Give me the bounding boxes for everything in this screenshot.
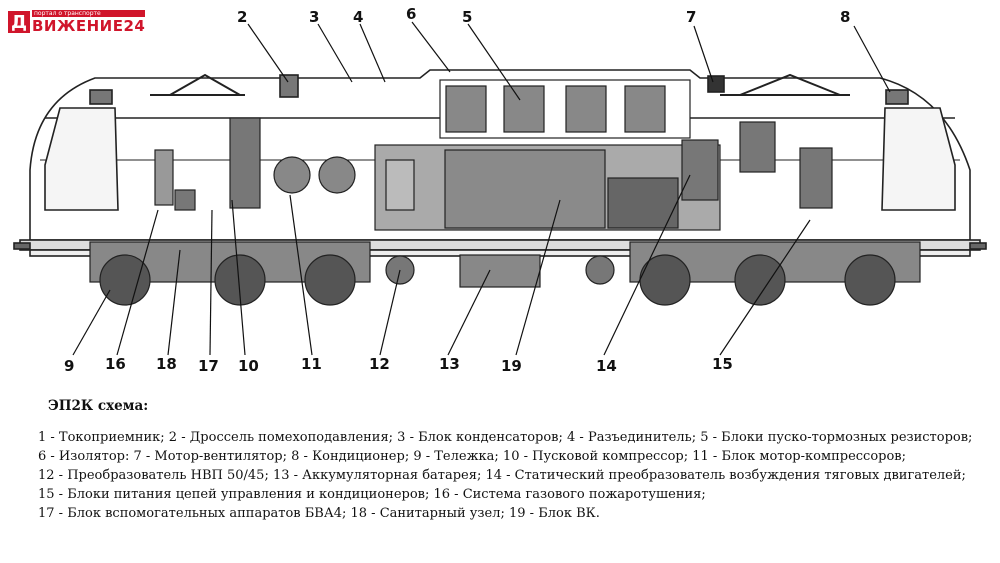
callout-16: 16 bbox=[105, 355, 126, 373]
diagram-caption: ЭП2К схема: 1 - Токоприемник; 2 - Дроссе… bbox=[38, 398, 988, 523]
callout-4: 4 bbox=[353, 8, 363, 26]
caption-line: 17 - Блок вспомогательных аппаратов БВА4… bbox=[38, 506, 600, 521]
callout-9: 9 bbox=[64, 357, 74, 375]
logo-mark: Д bbox=[8, 11, 30, 33]
callout-8: 8 bbox=[840, 8, 850, 26]
caption-line: 6 - Изолятор: 7 - Мотор-вентилятор; 8 - … bbox=[38, 449, 906, 464]
logo-name: ВИЖЕНИЕ24 bbox=[32, 16, 146, 35]
callout-5: 5 bbox=[462, 8, 472, 26]
callout-7: 7 bbox=[686, 8, 696, 26]
caption-title: ЭП2К схема: bbox=[48, 398, 149, 414]
callout-numbers: 2 3 4 6 5 7 8 9 16 18 17 10 11 12 13 19 … bbox=[64, 5, 850, 375]
caption-line: 15 - Блоки питания цепей управления и ко… bbox=[38, 487, 706, 502]
caption-line: 12 - Преобразователь НВП 50/45; 13 - Акк… bbox=[38, 468, 966, 483]
callout-3: 3 bbox=[309, 8, 319, 26]
callout-15: 15 bbox=[712, 355, 733, 373]
callout-2: 2 bbox=[237, 8, 247, 26]
callout-13: 13 bbox=[439, 355, 460, 373]
locomotive-diagram: 2 3 4 6 5 7 8 9 16 18 17 10 11 12 13 19 … bbox=[13, 5, 987, 375]
callout-14: 14 bbox=[596, 357, 617, 375]
callout-12: 12 bbox=[369, 355, 390, 373]
callout-17: 17 bbox=[198, 357, 219, 375]
logo-text: портал о транспорте ВИЖЕНИЕ24 bbox=[32, 9, 146, 35]
site-logo[interactable]: Д портал о транспорте ВИЖЕНИЕ24 bbox=[8, 6, 146, 38]
caption-line: 1 - Токоприемник; 2 - Дроссель помехопод… bbox=[38, 430, 973, 445]
equipment-blocks bbox=[154, 79, 833, 288]
callout-18: 18 bbox=[156, 355, 177, 373]
callout-11: 11 bbox=[301, 355, 322, 373]
leader-lines bbox=[72, 21, 891, 356]
callout-6: 6 bbox=[406, 5, 416, 23]
logo-subtitle: портал о транспорте bbox=[32, 9, 146, 17]
callout-10: 10 bbox=[238, 357, 259, 375]
callout-19: 19 bbox=[501, 357, 522, 375]
